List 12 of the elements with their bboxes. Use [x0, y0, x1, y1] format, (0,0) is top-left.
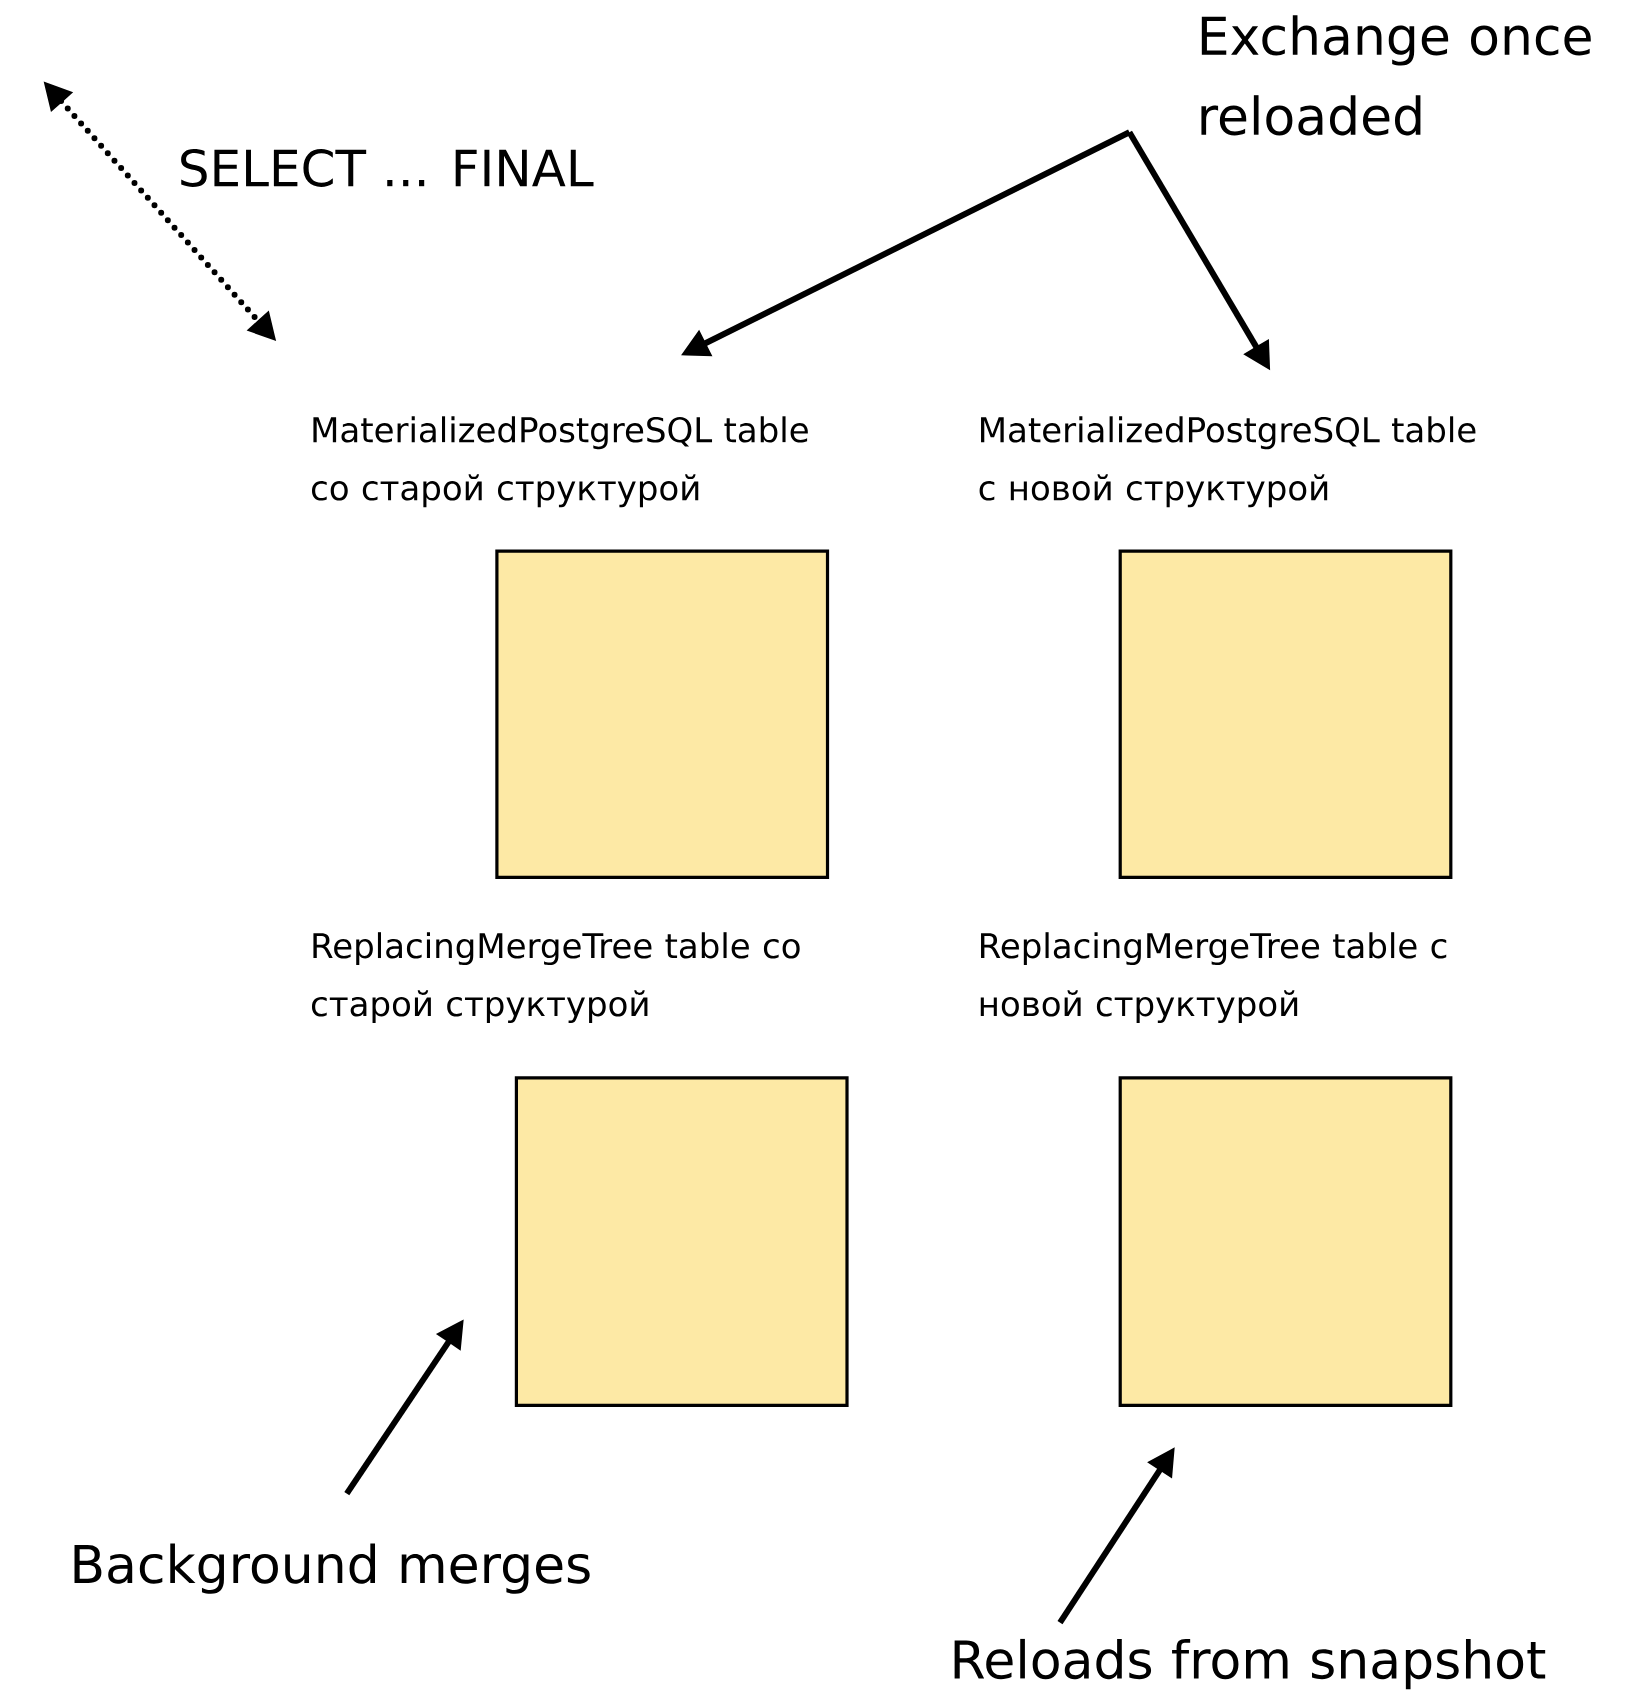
- table-box: [514, 1076, 849, 1407]
- table-box: [1118, 1076, 1453, 1407]
- table-heading: ReplacingMergeTree table с новой структурой: [980, 932, 1447, 1024]
- table-heading: ReplacingMergeTree table со старой структурой: [312, 932, 800, 1024]
- annotation-text: Background merges: [74, 1543, 590, 1594]
- annotation-text: Exchange once reloaded: [1201, 15, 1591, 136]
- table-box: [1118, 549, 1453, 879]
- table-box: [495, 549, 830, 879]
- table-heading: MaterializedPostgreSQL table со старой структурой: [312, 416, 808, 508]
- table-heading: MaterializedPostgreSQL table с новой структурой: [979, 416, 1476, 508]
- query-label: SELECT ... FINAL: [181, 149, 594, 187]
- annotation-text: Reloads from snapshot: [954, 1638, 1546, 1690]
